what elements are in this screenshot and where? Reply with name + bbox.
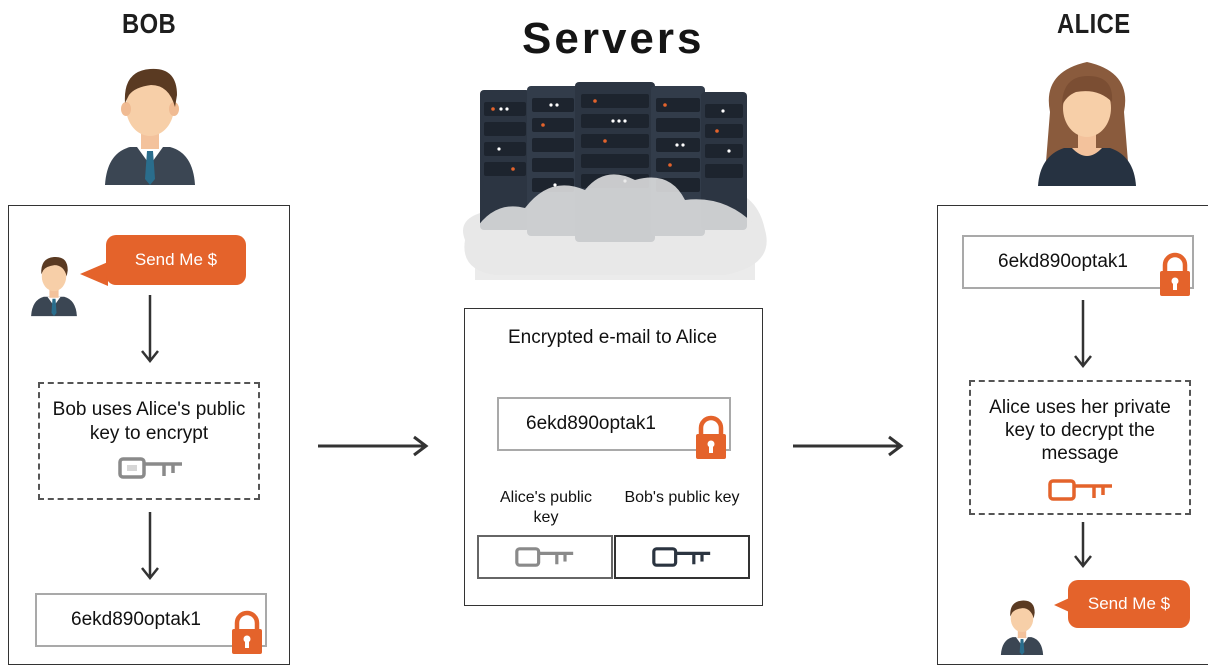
arrow-icon (1073, 300, 1093, 370)
bob-encrypt-step (38, 382, 260, 500)
arrow-icon (140, 512, 160, 582)
speech-bubble-tail (80, 262, 108, 286)
server-box-title: Encrypted e-mail to Alice (507, 327, 718, 348)
man-avatar-icon (95, 55, 205, 185)
alice-message-bubble: Send Me $ (1068, 580, 1190, 628)
arrow-icon (140, 295, 160, 365)
arrow-icon (1073, 522, 1093, 570)
padlock-icon (1158, 252, 1192, 296)
alice-public-key-box (477, 535, 613, 579)
bob-message-bubble: Send Me $ (106, 235, 246, 285)
arrow-icon (318, 434, 430, 458)
key-icon (118, 455, 184, 481)
woman-avatar-icon (1032, 52, 1142, 186)
key-icon (1048, 477, 1114, 503)
alice-ciphertext-box: 6ekd890optak1 (962, 235, 1194, 289)
bob-public-key-box (614, 535, 750, 579)
bob-step-text: Bob uses Alice's public key to encrypt (52, 399, 246, 444)
man-avatar-icon (26, 248, 82, 318)
man-avatar-icon (996, 594, 1048, 655)
bob-heading: BOB (122, 8, 177, 39)
bob-key-label: Bob's public key (624, 489, 740, 506)
server-ciphertext-box: 6ekd890optak1 (497, 397, 731, 451)
padlock-icon (230, 610, 264, 654)
key-icon (515, 545, 575, 569)
servers-heading: Servers (522, 14, 705, 63)
key-icon (652, 545, 712, 569)
arrow-icon (793, 434, 905, 458)
alice-heading: ALICE (1057, 8, 1131, 39)
bob-ciphertext: 6ekd890optak1 (71, 609, 201, 630)
server-ciphertext: 6ekd890optak1 (526, 413, 656, 434)
alice-ciphertext: 6ekd890optak1 (998, 251, 1128, 272)
alice-decrypt-step (969, 380, 1191, 515)
alice-step-text: Alice uses her private key to decrypt th… (989, 397, 1171, 464)
padlock-icon (694, 415, 728, 459)
alice-key-label: Alice's public key (500, 489, 592, 526)
server-rack-icon (455, 80, 775, 290)
bob-ciphertext-box: 6ekd890optak1 (35, 593, 267, 647)
